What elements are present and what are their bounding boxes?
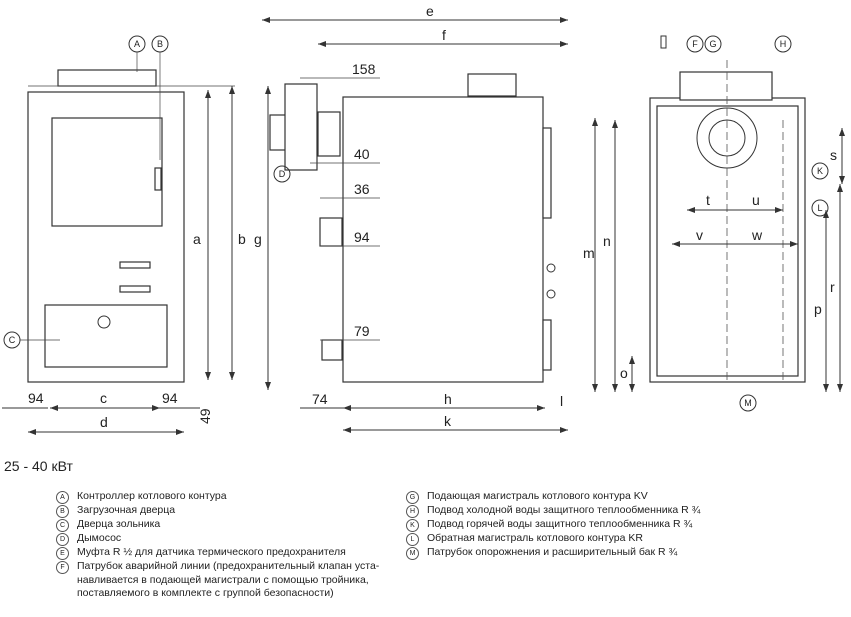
marker-k: K — [817, 166, 823, 176]
dim-w: w — [751, 227, 763, 243]
marker-f: F — [692, 39, 698, 49]
dim-u: u — [752, 192, 760, 208]
marker-m: M — [744, 398, 752, 408]
controller-box — [57, 69, 157, 87]
dim-f: f — [442, 27, 446, 43]
marker-a: A — [134, 39, 140, 49]
marker-e-box — [660, 35, 667, 49]
dim-74: 74 — [312, 391, 328, 407]
dim-94-side: 94 — [354, 229, 370, 245]
dim-49: 49 — [197, 408, 213, 424]
dim-p: p — [814, 301, 822, 317]
dim-t: t — [706, 192, 710, 208]
dim-s: s — [830, 147, 837, 163]
dim-c: c — [100, 390, 107, 406]
dim-40: 40 — [354, 146, 370, 162]
dim-l: l — [560, 393, 563, 409]
dim-d: d — [100, 414, 108, 430]
marker-d: D — [279, 169, 286, 179]
loading-door — [51, 117, 163, 227]
dim-v: v — [696, 227, 703, 243]
marker-g: G — [709, 39, 716, 49]
dim-79: 79 — [354, 323, 370, 339]
front-view: a b c 94 94 d 49 A B C — [2, 35, 246, 435]
power-range-label: 25 - 40 кВт — [4, 458, 73, 474]
dim-o: o — [620, 365, 628, 381]
dim-n: n — [603, 233, 611, 249]
dim-m: m — [583, 245, 595, 261]
marker-l: L — [817, 203, 822, 213]
rear-view: t u v w m n o p r s F G H K L M — [583, 35, 845, 412]
dim-b: b — [238, 231, 246, 247]
dim-r: r — [830, 279, 835, 295]
dim-k: k — [444, 413, 452, 429]
marker-h: H — [780, 39, 787, 49]
side-view: e f g 158 40 36 94 79 74 h k l D — [254, 3, 568, 433]
boiler-dimension-drawing: a b c 94 94 d 49 A B C e f g 158 40 36 9… — [2, 3, 845, 435]
dim-g: g — [254, 231, 262, 247]
side-casing — [342, 96, 544, 383]
dim-158: 158 — [352, 61, 376, 77]
controller-side — [467, 73, 517, 97]
dim-94-left: 94 — [28, 390, 44, 406]
dim-36: 36 — [354, 181, 370, 197]
dim-94-right: 94 — [162, 390, 178, 406]
dim-h: h — [444, 391, 452, 407]
marker-b: B — [157, 39, 163, 49]
dim-a: a — [193, 231, 201, 247]
ash-door — [44, 304, 168, 368]
dim-e: e — [426, 3, 434, 19]
marker-c: C — [9, 335, 16, 345]
